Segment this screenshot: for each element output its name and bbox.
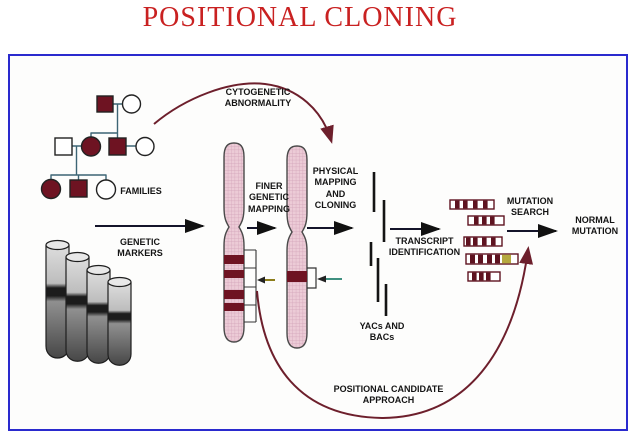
diagram-frame (8, 54, 628, 431)
test-tube (86, 264, 111, 364)
pedigree-diagram (40, 94, 155, 200)
pedigree-affected-male (108, 137, 127, 156)
zoom-bracket-right (307, 267, 317, 289)
chromosome-bands (224, 255, 244, 311)
zoom-bracket-left (244, 249, 257, 323)
transcript-row (449, 199, 495, 210)
pedigree-affected-male (69, 179, 88, 198)
cytogenetic-abnormality-label: CYTOGENETIC ABNORMALITY (224, 87, 292, 109)
transcript-rows (449, 199, 519, 282)
pedigree-affected-female (40, 178, 62, 200)
transcript-row (465, 253, 519, 265)
mutation-search-label: MUTATION SEARCH (506, 196, 554, 218)
pedigree-unaffected-female (95, 179, 117, 200)
physical-mapping-label: PHYSICAL MAPPING AND CLONING (312, 166, 359, 210)
cytogenetic-curve-arrow (153, 82, 334, 144)
transcript-row (467, 271, 501, 282)
pedigree-unaffected-male (54, 137, 73, 156)
test-tubes-icon (45, 239, 132, 366)
pedigree-unaffected-female (135, 136, 155, 157)
page-title: POSITIONAL CLONING (142, 2, 458, 33)
transcript-row (463, 236, 503, 247)
genetic-markers-label: GENETIC MARKERS (117, 237, 163, 259)
yacs-bacs-label: YACs AND BACs (359, 321, 405, 343)
chromosome-band (287, 271, 307, 282)
test-tube (107, 276, 132, 366)
positional-candidate-curve-arrow (256, 246, 534, 420)
pedigree-unaffected-female (121, 94, 142, 114)
families-label: FAMILIES (120, 186, 162, 196)
pedigree-affected-male (96, 95, 114, 113)
chromosome-left (223, 142, 257, 343)
flow-arrows (95, 219, 558, 238)
finer-genetic-mapping-label: FINER GENETIC MAPPING (247, 181, 290, 214)
test-tube (65, 251, 90, 362)
transcript-identification-label: TRANSCRIPT IDENTIFICATION (388, 236, 461, 258)
pedigree-affected-female (80, 136, 102, 157)
transcript-row (467, 215, 505, 226)
teal-pointer-arrow (317, 275, 342, 283)
olive-pointer-arrow (257, 276, 275, 284)
yac-bac-contig (369, 172, 388, 316)
positional-candidate-label: POSITIONAL CANDIDATE APPROACH (333, 384, 444, 406)
normal-mutation-label: NORMAL MUTATION (571, 215, 619, 237)
chromosome-right (286, 145, 317, 349)
